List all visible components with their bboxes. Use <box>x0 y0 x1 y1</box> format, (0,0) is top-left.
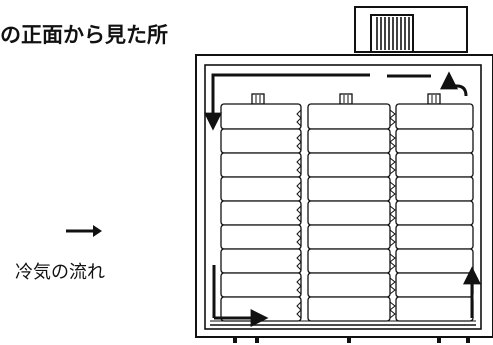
product-stack-right <box>395 103 474 322</box>
airflow-top-left <box>204 73 370 131</box>
right-arrow-icon <box>66 225 102 237</box>
product-column-right <box>395 93 474 322</box>
diagram-title: の正面から見た所 <box>0 23 168 47</box>
freezer-feet <box>233 337 470 343</box>
product-stack-middle <box>307 103 391 322</box>
airflow-right-upward <box>440 71 468 97</box>
legend-label-cold-air-flow: 冷気の流れ <box>15 262 105 283</box>
vent-grille-icon <box>370 14 414 53</box>
product-column-left <box>220 93 302 322</box>
product-joints <box>296 109 396 319</box>
vent-unit <box>354 6 468 53</box>
product-column-middle <box>307 93 391 322</box>
product-stack-left <box>220 103 302 322</box>
cold-air-flow-path <box>204 71 481 327</box>
